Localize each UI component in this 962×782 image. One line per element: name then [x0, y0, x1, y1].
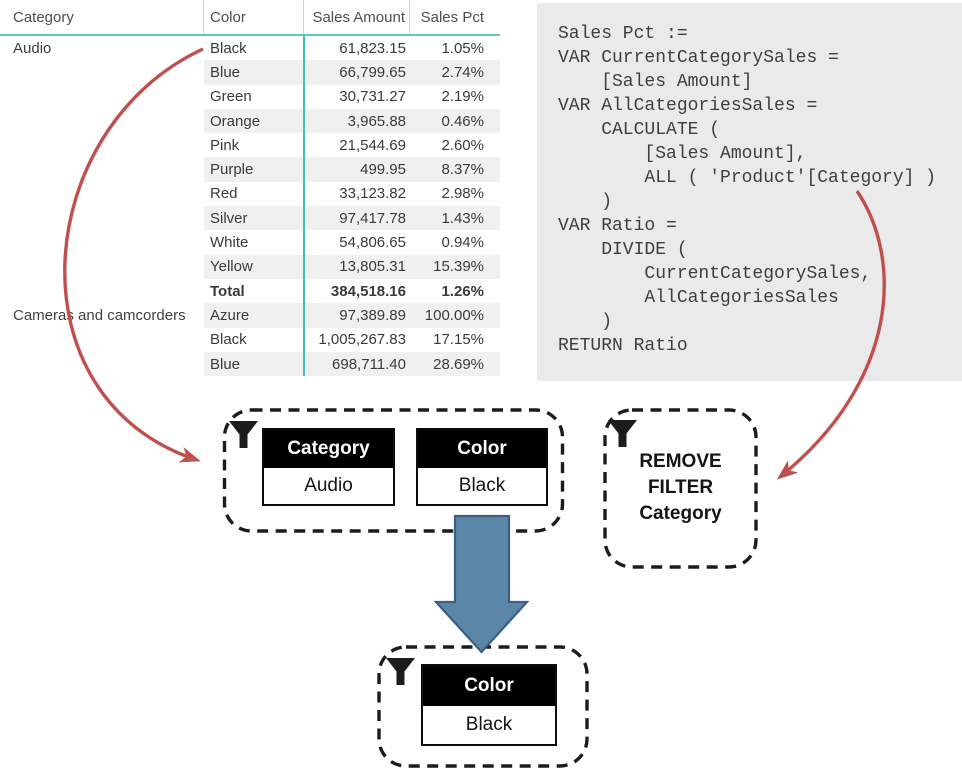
remove-filter-label: REMOVE FILTER Category — [605, 449, 756, 527]
category-cell — [0, 60, 204, 84]
table-header-row: Category Color Sales Amount Sales Pct — [0, 0, 500, 36]
filter-table-category: Category Audio — [262, 428, 395, 506]
pct-cell: 0.46% — [410, 108, 500, 134]
filter-funnel-icon — [386, 658, 415, 685]
amount-cell: 97,389.89 — [304, 303, 410, 328]
column-header-sales-amount: Sales Amount — [304, 0, 410, 34]
pct-cell: 1.26% — [441, 282, 484, 300]
pct-cell: 8.37% — [410, 157, 500, 182]
category-cell — [0, 109, 204, 133]
table-row: Pink 21,544.69 2.60% — [0, 133, 500, 157]
amount-cell: 30,731.27 — [339, 88, 406, 106]
color-cell: Blue — [204, 351, 304, 377]
color-cell: Blue — [204, 60, 304, 85]
remove-filter-line: FILTER — [647, 477, 714, 498]
remove-filter-line: REMOVE — [639, 451, 722, 472]
color-cell: Red — [210, 185, 238, 203]
table-row-total: Total 384,518.16 1.26% — [0, 279, 500, 303]
amount-cell: 33,123.82 — [339, 185, 406, 203]
color-cell: Orange — [204, 108, 304, 134]
category-cell — [0, 182, 204, 206]
filter-table-value: Audio — [304, 475, 353, 496]
filter-table-color: Color Black — [416, 428, 548, 506]
pct-cell: 17.15% — [433, 331, 484, 349]
pct-cell: 100.00% — [410, 303, 500, 328]
pct-cell: 0.94% — [441, 234, 484, 252]
color-cell: Black — [210, 331, 247, 349]
category-cell — [0, 157, 204, 181]
category-cell — [0, 328, 204, 352]
category-cell — [0, 279, 204, 303]
dax-code-text: Sales Pct := VAR CurrentCategorySales = … — [558, 24, 937, 356]
pct-cell: 28.69% — [410, 351, 500, 377]
amount-cell: 54,806.65 — [339, 234, 406, 252]
filter-table-header: Color — [423, 666, 555, 706]
filter-table-header: Category — [264, 430, 393, 468]
table-row: Blue 66,799.65 2.74% — [0, 60, 500, 85]
table-row: Audio Black 61,823.15 1.05% — [0, 36, 500, 60]
table-row: Red 33,123.82 2.98% — [0, 182, 500, 206]
amount-cell: 384,518.16 — [330, 282, 406, 300]
table-row: Yellow 13,805.31 15.39% — [0, 254, 500, 279]
sales-table: Category Color Sales Amount Sales Pct Au… — [0, 0, 500, 377]
table-row: Purple 499.95 8.37% — [0, 157, 500, 182]
category-cell — [0, 255, 204, 279]
table-row: Orange 3,965.88 0.46% — [0, 108, 500, 134]
pct-cell: 2.60% — [441, 136, 484, 154]
filter-table-header: Color — [418, 430, 546, 468]
category-cell — [0, 352, 204, 376]
table-row: Silver 97,417.78 1.43% — [0, 206, 500, 231]
pct-cell: 2.74% — [410, 60, 500, 85]
filter-table-color-result: Color Black — [421, 664, 557, 746]
column-header-color: Color — [204, 0, 304, 34]
color-cell: Pink — [210, 136, 240, 154]
table-row: Black 1,005,267.83 17.15% — [0, 328, 500, 352]
pct-cell: 1.43% — [410, 206, 500, 231]
color-cell: Silver — [204, 206, 304, 231]
amount-cell: 13,805.31 — [304, 254, 410, 279]
amount-cell: 3,965.88 — [304, 108, 410, 134]
color-cell: Black — [210, 39, 247, 57]
table-row: Blue 698,711.40 28.69% — [0, 351, 500, 377]
color-cell: White — [210, 234, 249, 252]
table-row: White 54,806.65 0.94% — [0, 230, 500, 254]
pct-cell: 2.19% — [441, 88, 484, 106]
category-cell — [0, 206, 204, 230]
color-cell: Green — [210, 88, 252, 106]
amount-cell: 97,417.78 — [304, 206, 410, 231]
table-column-divider — [303, 36, 305, 376]
category-cell: Audio — [13, 39, 52, 57]
filter-funnel-icon — [229, 421, 258, 448]
amount-cell: 499.95 — [304, 157, 410, 182]
pct-cell: 1.05% — [441, 39, 484, 57]
amount-cell: 61,823.15 — [339, 39, 406, 57]
table-row: Cameras and camcorders Azure 97,389.89 1… — [0, 303, 500, 328]
table-row: Green 30,731.27 2.19% — [0, 85, 500, 109]
amount-cell: 66,799.65 — [304, 60, 410, 85]
filter-funnel-icon — [608, 420, 637, 447]
pct-cell: 2.98% — [441, 185, 484, 203]
filter-table-value: Black — [465, 714, 513, 735]
filter-table-value: Black — [458, 475, 506, 496]
category-cell: Cameras and camcorders — [13, 306, 186, 324]
remove-filter-line: Category — [639, 503, 722, 524]
amount-cell: 698,711.40 — [304, 351, 410, 377]
color-cell: Azure — [204, 303, 304, 328]
category-cell — [0, 85, 204, 109]
amount-cell: 21,544.69 — [339, 136, 406, 154]
color-cell: Total — [210, 282, 245, 300]
category-cell — [0, 133, 204, 157]
down-arrow — [433, 514, 530, 654]
dax-code-block: Sales Pct := VAR CurrentCategorySales = … — [537, 3, 962, 381]
amount-cell: 1,005,267.83 — [318, 331, 406, 349]
color-cell: Purple — [204, 157, 304, 182]
column-header-category: Category — [0, 0, 204, 34]
column-header-sales-pct: Sales Pct — [420, 8, 484, 26]
color-cell: Yellow — [204, 254, 304, 279]
pct-cell: 15.39% — [410, 254, 500, 279]
category-cell — [0, 230, 204, 254]
